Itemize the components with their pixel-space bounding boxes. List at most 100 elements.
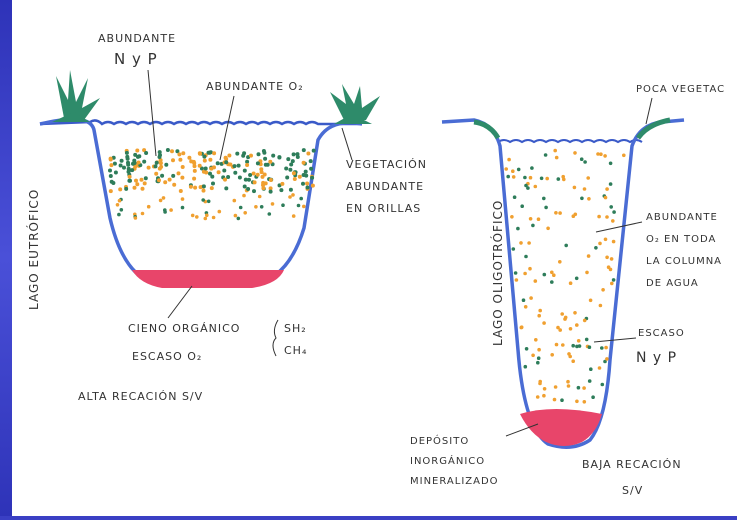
particle-dot [554,211,558,215]
particle-dot [166,148,170,152]
particle-dot [180,176,184,180]
particle-dot [124,187,128,191]
particle-dot [612,240,616,244]
particle-dot [599,304,603,308]
particle-dot [128,179,132,183]
particle-dot [550,353,554,357]
particle-dot [211,182,215,186]
particle-dot [310,176,314,180]
particle-dot [216,161,220,165]
particle-dot [109,174,113,178]
particle-dot [114,171,118,175]
caption-high-ratio: ALTA RECACIÓN S/V [78,390,203,403]
particle-dot [147,166,151,170]
particle-dot [511,169,515,173]
particle-dot [605,357,609,361]
particle-dot [292,171,296,175]
particle-dot [224,186,228,190]
particle-dot [527,241,531,245]
particle-dot [144,151,148,155]
particle-dot [254,205,258,209]
particle-dot [291,193,295,197]
particle-dot [288,168,292,172]
particle-dot [111,181,115,185]
particle-dot [598,366,602,370]
particle-dot [557,177,561,181]
particle-dot [258,195,262,199]
label-sparse-vegetation: POCA VEGETAC [636,84,725,95]
particle-dot [119,164,123,168]
particle-dot [523,176,527,180]
particle-dot [513,195,517,199]
particle-dot [203,159,207,163]
particle-dot [585,338,589,342]
particle-dot [296,155,300,159]
particle-dot [554,385,558,389]
particle-dot [137,161,141,165]
organic-sediment [132,270,284,288]
particle-dot [155,161,159,165]
particle-dot [561,343,565,347]
side-label-oligotrophic: LAGO OLIGOTRÓFICO [490,200,505,346]
particle-dot [223,178,227,182]
particle-dot [587,254,591,258]
particle-dot [237,164,241,168]
particle-dot [564,316,568,320]
eutrophic-basin-outline [40,119,362,284]
particle-dot [125,151,129,155]
particle-dot [285,176,289,180]
particle-dot [291,159,295,163]
label-vegetation-line3: EN ORILLAS [346,202,421,215]
particle-dot [578,344,582,348]
label-scarce-o2: ESCASO O₂ [132,350,202,363]
particle-dot [560,398,564,402]
bracket-gases [273,320,278,356]
particle-dot [142,160,146,164]
particle-dot [134,179,138,183]
particle-dot [204,167,208,171]
particle-dot [109,158,113,162]
particle-dot [253,180,257,184]
particle-dot [309,167,313,171]
pointer-vegetation [342,128,352,160]
particle-dot [534,338,538,342]
particle-dot [589,299,593,303]
particle-dot [529,217,533,221]
caption-low-ratio-line1: BAJA RECACIÓN [582,458,682,471]
particle-dot [224,156,228,160]
particle-dot [292,152,296,156]
particle-dot [189,185,193,189]
particle-dot [198,151,202,155]
particle-dot [611,219,615,223]
particle-dot [170,149,174,153]
particle-dot [109,189,113,193]
particle-dot [122,166,126,170]
particle-dot [226,175,230,179]
particle-dot [280,182,284,186]
pointer-abundant-o2 [220,96,234,160]
particle-dot [311,184,315,188]
particle-dot [597,215,601,219]
label-gas-sh2: SH₂ [284,322,307,335]
particle-dot [204,217,208,221]
particle-dot [577,339,581,343]
particle-dot [586,176,590,180]
particle-dot [569,281,573,285]
particle-dot [302,148,306,152]
particle-dot [507,158,511,162]
particle-dot [517,168,521,172]
particle-dot [571,359,575,363]
particle-dot [264,163,268,167]
particle-dot [235,152,239,156]
vegetation-right-bank [330,84,380,124]
particle-dot [524,184,528,188]
particle-dot [583,160,587,164]
particle-dot [564,244,568,248]
label-abundant-o2-column-line1: ABUNDANTE [646,212,718,223]
pointer-abundant-o2-column [596,222,642,232]
particle-dot [587,197,591,201]
particle-dot [612,210,616,214]
label-gas-ch4: CH₄ [284,344,307,357]
particle-dot [534,279,538,283]
particle-dot [538,309,542,313]
